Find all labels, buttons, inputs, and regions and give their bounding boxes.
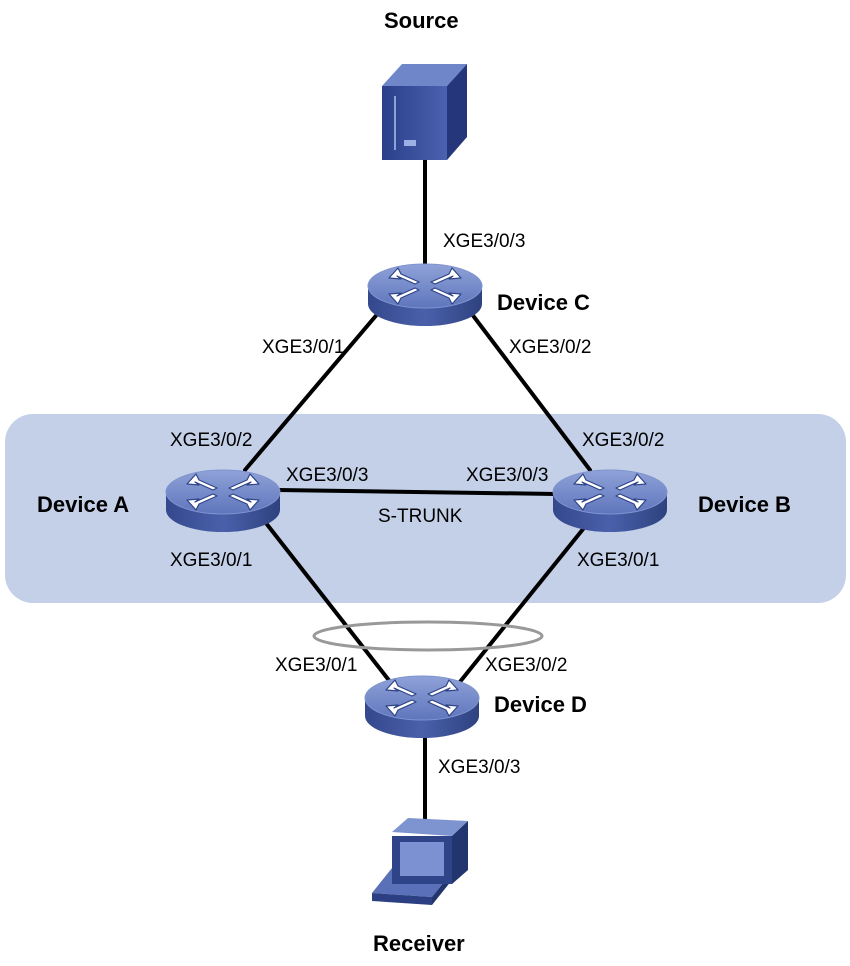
server-icon <box>382 64 467 160</box>
link-a-d <box>260 516 397 690</box>
link-aggregation-ring <box>312 620 544 652</box>
port-label-d-to-b: XGE3/0/2 <box>485 655 568 676</box>
s-trunk-region <box>5 414 846 603</box>
device-a-label: Device A <box>37 492 130 517</box>
pc-icon <box>372 818 468 905</box>
port-label-a-to-b: XGE3/0/3 <box>286 465 369 486</box>
device-d-label: Device D <box>494 692 587 717</box>
port-label-b-to-c: XGE3/0/2 <box>582 430 665 451</box>
port-label-d-to-a: XGE3/0/1 <box>275 655 358 676</box>
port-label-a-to-c: XGE3/0/2 <box>170 430 253 451</box>
port-label-c-source: XGE3/0/3 <box>443 231 526 252</box>
port-label-b-to-d: XGE3/0/1 <box>577 550 660 571</box>
port-label-c-to-a: XGE3/0/1 <box>262 337 345 358</box>
link-c-a <box>243 303 387 472</box>
port-label-c-to-b: XGE3/0/2 <box>509 337 592 358</box>
device-c-label: Device C <box>497 290 590 315</box>
port-label-a-to-d: XGE3/0/1 <box>170 550 253 571</box>
links <box>243 148 594 830</box>
device-a-router-icon[interactable] <box>165 469 281 533</box>
port-label-d-receiver: XGE3/0/3 <box>438 757 521 778</box>
device-b-router-icon[interactable] <box>552 469 668 533</box>
link-b-d <box>453 516 594 690</box>
device-d-router-icon[interactable] <box>364 675 480 739</box>
port-label-b-to-a: XGE3/0/3 <box>466 465 549 486</box>
receiver-label: Receiver <box>373 931 465 956</box>
s-trunk-label: S-TRUNK <box>378 506 463 527</box>
link-a-b <box>276 488 558 496</box>
device-b-label: Device B <box>698 492 791 517</box>
device-c-router-icon[interactable] <box>367 263 483 327</box>
source-label: Source <box>384 8 459 33</box>
link-c-b <box>463 303 592 472</box>
